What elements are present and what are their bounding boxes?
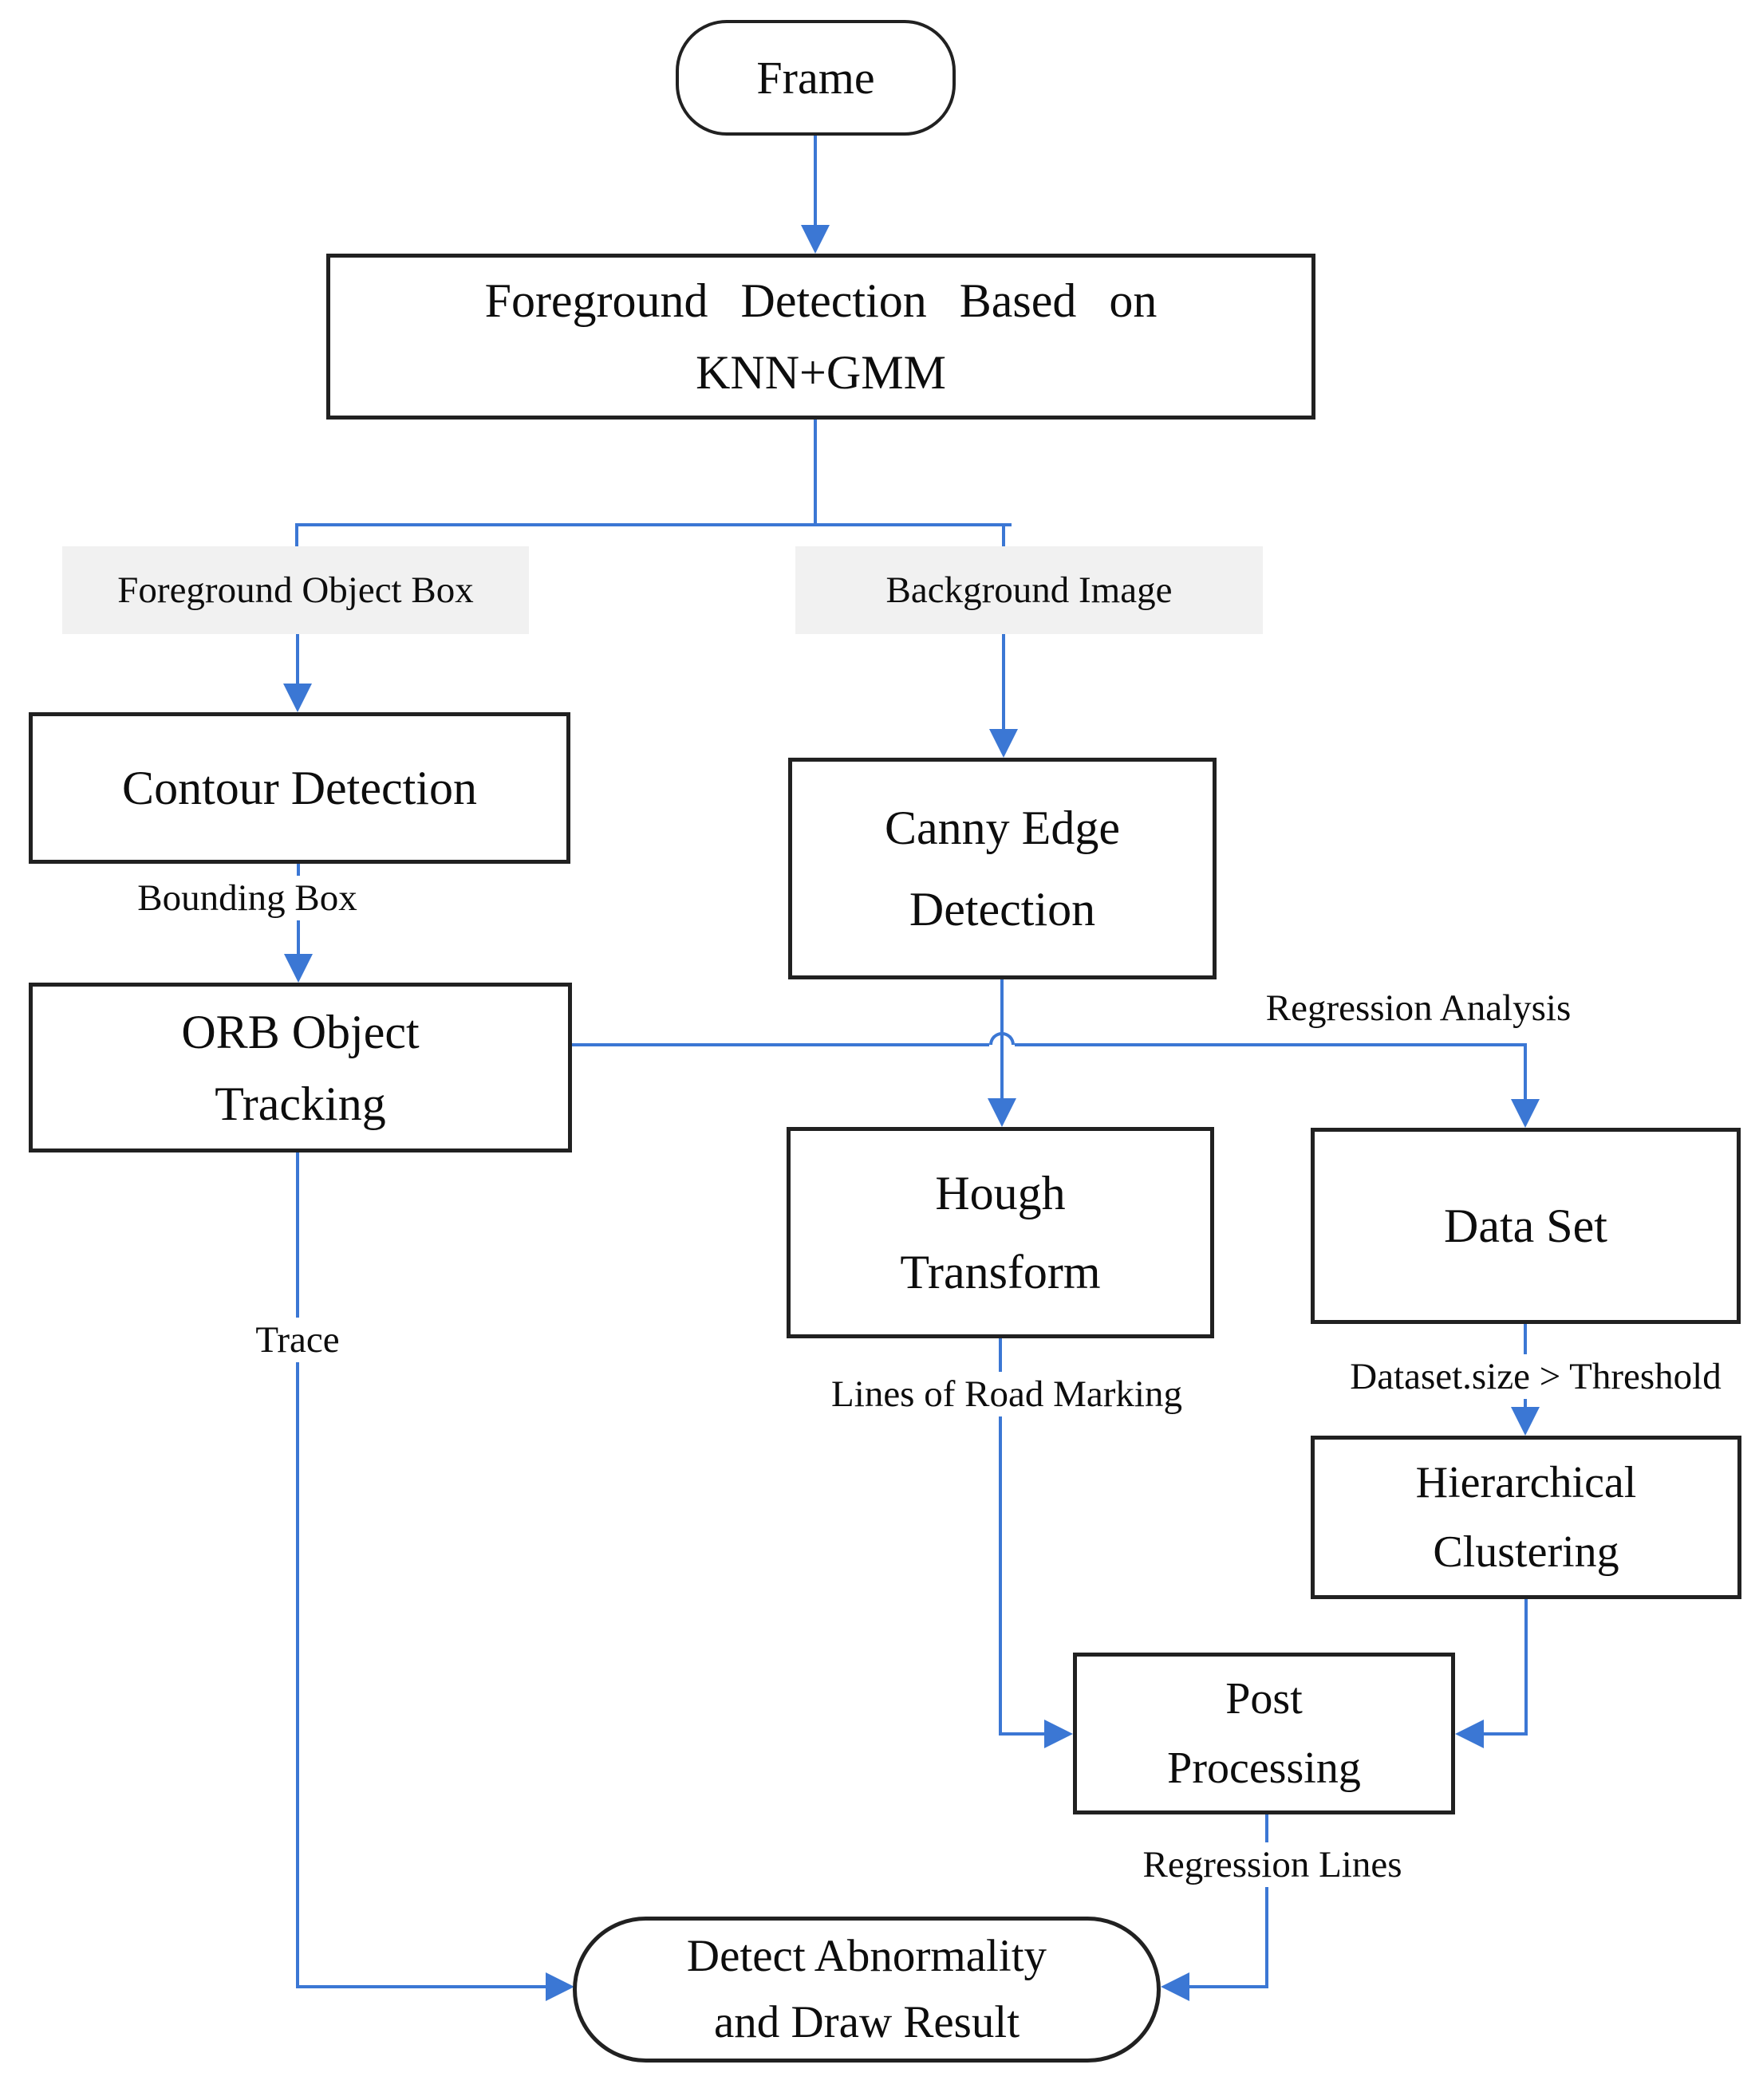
node-hc-line1: Hierarchical [1415, 1457, 1637, 1507]
node-hc-line2: Clustering [1433, 1527, 1619, 1577]
connector-split-vertical [814, 420, 817, 526]
connector-hough-postprocessing-vertical [999, 1338, 1002, 1736]
node-canny-line2: Detection [909, 883, 1096, 936]
arrowhead-result-from-postprocessing [1161, 1972, 1189, 2001]
edge-label-regression-analysis: Regression Analysis [1237, 986, 1599, 1031]
node-hough-line1: Hough [935, 1166, 1066, 1219]
node-foreground-detection-line2: KNN+GMM [696, 346, 946, 399]
arrowhead-contour-detection [283, 684, 312, 712]
connector-clustering-postprocessing-horizontal [1484, 1732, 1528, 1736]
edge-label-trace: Trace [218, 1318, 377, 1363]
node-orb-line1: ORB Object [181, 1005, 420, 1058]
node-result-line1: Detect Abnormality [686, 1930, 1047, 1981]
connector-regression-dataset-drop [1524, 1043, 1527, 1099]
edge-label-lines-of-road-marking: Lines of Road Marking [798, 1372, 1216, 1417]
arrowhead-orb-tracking [284, 954, 313, 983]
arrowhead-result-from-trace [546, 1972, 574, 2001]
arrowhead-foreground-detection [801, 225, 830, 254]
node-hierarchical-clustering: Hierarchical Clustering [1311, 1436, 1741, 1599]
arrowhead-hierarchical-clustering [1511, 1407, 1540, 1436]
arrowhead-postprocessing-right [1455, 1720, 1484, 1748]
connector-split-horizontal [295, 523, 1012, 526]
branch-label-background-image-text: Background Image [885, 569, 1173, 611]
connector-orb-regression-left [572, 1043, 989, 1046]
node-post-processing: Post Processing [1073, 1653, 1455, 1814]
connector-frame-foreground [814, 136, 817, 228]
node-pp-line2: Processing [1167, 1743, 1361, 1793]
node-detect-abnormality-result: Detect Abnormality and Draw Result [573, 1917, 1161, 2063]
connector-orb-regression-right [1015, 1043, 1525, 1046]
edge-label-regression-lines: Regression Lines [1111, 1842, 1434, 1888]
arrowhead-hough-transform [988, 1098, 1016, 1127]
connector-background-canny [1002, 634, 1005, 729]
node-orb-line2: Tracking [215, 1077, 386, 1130]
arrowhead-postprocessing-left [1044, 1720, 1073, 1748]
connector-orb-result-horizontal [296, 1985, 546, 1988]
connector-canny-hough [1000, 979, 1004, 1098]
node-pp-line1: Post [1225, 1673, 1303, 1724]
edge-label-dataset-threshold: Dataset.size > Threshold [1311, 1354, 1761, 1400]
node-data-set-label: Data Set [1444, 1199, 1607, 1252]
connector-postprocessing-result-vertical [1265, 1814, 1268, 1988]
node-canny-line1: Canny Edge [885, 802, 1120, 854]
node-frame-label: Frame [756, 51, 875, 104]
connector-hough-postprocessing-horizontal [999, 1732, 1044, 1736]
node-result-line2: and Draw Result [713, 1996, 1020, 2047]
connector-clustering-postprocessing-vertical [1524, 1599, 1528, 1736]
arrowhead-canny-edge-detection [989, 729, 1018, 758]
node-foreground-detection: Foreground Detection Based on KNN+GMM [326, 254, 1315, 420]
connector-foreground-box-contour [296, 634, 299, 684]
node-canny-edge-detection: Canny Edge Detection [788, 758, 1217, 979]
node-hough-transform: Hough Transform [787, 1127, 1214, 1338]
node-frame: Frame [676, 20, 956, 136]
arrowhead-data-set [1511, 1099, 1540, 1128]
connector-split-right-stub [1002, 523, 1005, 548]
node-contour-detection-label: Contour Detection [122, 761, 477, 814]
edge-label-bounding-box: Bounding Box [96, 876, 399, 921]
node-data-set: Data Set [1311, 1128, 1741, 1324]
node-contour-detection: Contour Detection [29, 712, 570, 864]
branch-label-foreground-object-box-text: Foreground Object Box [117, 569, 474, 611]
node-foreground-detection-line1: Foreground Detection Based on [484, 274, 1158, 327]
connector-split-left-stub [295, 523, 298, 548]
branch-label-background-image: Background Image [795, 546, 1263, 634]
branch-label-foreground-object-box: Foreground Object Box [62, 546, 529, 634]
node-hough-line2: Transform [900, 1245, 1101, 1298]
connector-postprocessing-result-horizontal [1189, 1985, 1268, 1988]
connector-orb-result-vertical [296, 1152, 299, 1988]
node-orb-object-tracking: ORB Object Tracking [29, 983, 572, 1152]
